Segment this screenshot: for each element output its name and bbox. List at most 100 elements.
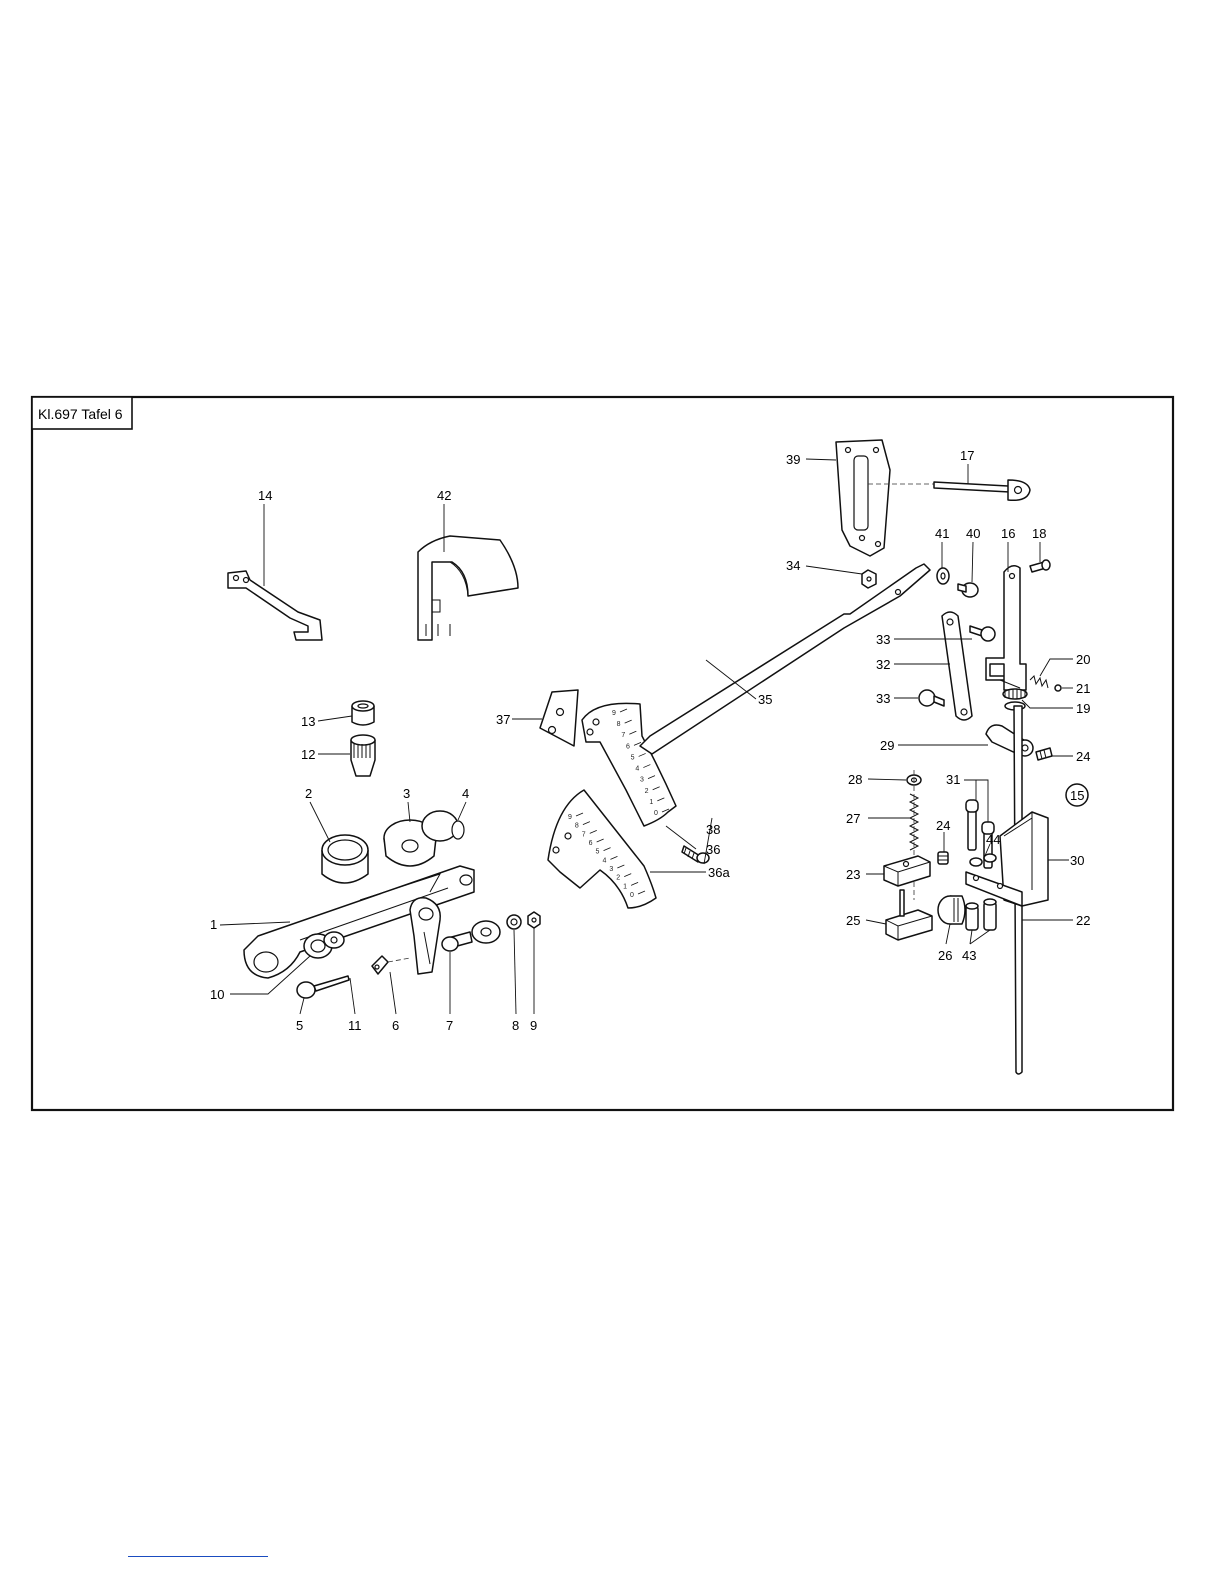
scale-numeral: 9 [612, 710, 616, 717]
callout-20: 20 [1076, 652, 1090, 667]
callout-32: 32 [876, 657, 890, 672]
callout-25: 25 [846, 913, 860, 928]
scale-numeral: 3 [609, 866, 613, 873]
part-24-setscrew [938, 852, 948, 864]
part-12-bushing [351, 735, 375, 776]
callout-24: 24 [1076, 749, 1090, 764]
part-24-setscrew [1036, 748, 1052, 760]
callout-5: 5 [296, 1018, 303, 1033]
callout-17: 17 [960, 448, 974, 463]
callout-41: 41 [935, 526, 949, 541]
part-14-bracket [228, 571, 322, 640]
part-34-nut [862, 570, 876, 588]
scale-numeral: 6 [626, 743, 630, 750]
callout-11: 11 [348, 1018, 362, 1033]
callout-24: 24 [936, 818, 950, 833]
callout-36a: 36a [708, 865, 730, 880]
part-43-sleeves [966, 899, 996, 930]
part-39-slotted-plate [836, 440, 890, 556]
scale-numeral: 4 [602, 857, 606, 864]
scale-numeral: 8 [575, 823, 579, 830]
part-7-screw [442, 932, 472, 951]
scale-numeral: 5 [596, 849, 600, 856]
callout-42: 42 [437, 488, 451, 503]
callout-44: 44 [986, 832, 1000, 847]
part-9-nut [528, 912, 540, 928]
part-31-screw-b [966, 800, 978, 850]
assembly-line [388, 958, 410, 962]
callout-13: 13 [301, 714, 315, 729]
callout-29: 29 [880, 738, 894, 753]
part-42-cover [418, 536, 518, 640]
callout-39: 39 [786, 452, 800, 467]
scale-numeral: 2 [616, 875, 620, 882]
part-1-crank [410, 898, 440, 974]
part-11-collar [324, 932, 344, 948]
callout-23: 23 [846, 867, 860, 882]
part-1-roller [472, 921, 500, 943]
callout-9: 9 [530, 1018, 537, 1033]
callout-21: 21 [1076, 681, 1090, 696]
scale-numeral: 0 [654, 810, 658, 817]
part-32-link [942, 612, 972, 720]
callout-18: 18 [1032, 526, 1046, 541]
callout-43: 43 [962, 948, 976, 963]
footer-rule [128, 1556, 268, 1557]
part-33-screw-lower [919, 690, 944, 706]
scale-numeral: 1 [623, 883, 627, 890]
part-17-rod-end [934, 480, 1030, 500]
callout-4: 4 [462, 786, 469, 801]
callout-33: 33 [876, 691, 890, 706]
part-23-block [884, 856, 930, 886]
scale-numeral: 8 [617, 721, 621, 728]
part-8-washer [507, 915, 521, 929]
callout-22: 22 [1076, 913, 1090, 928]
callout-31: 31 [946, 772, 960, 787]
callout-6: 6 [392, 1018, 399, 1033]
callout-35: 35 [758, 692, 772, 707]
part-13-cap [352, 701, 374, 725]
part-40-screw [958, 583, 978, 597]
scale-numeral: 0 [630, 892, 634, 899]
scale-numeral: 7 [621, 732, 625, 739]
scale-numeral: 7 [582, 831, 586, 838]
callout-7: 7 [446, 1018, 453, 1033]
scale-numeral: 6 [589, 840, 593, 847]
part-26-knob [938, 896, 965, 924]
part-4-roller [422, 811, 464, 841]
callout-10: 10 [210, 987, 224, 1002]
callout-28: 28 [848, 772, 862, 787]
callout-14: 14 [258, 488, 272, 503]
part-33-screw-upper [970, 626, 995, 641]
plate-tag: Kl.697 Tafel 6 [38, 406, 123, 422]
part-6-link [372, 956, 388, 974]
part-20-spring [1030, 676, 1048, 688]
callout-34: 34 [786, 558, 800, 573]
callout-26: 26 [938, 948, 952, 963]
scale-numeral: 1 [649, 799, 653, 806]
part-21-ball [1055, 685, 1061, 691]
callout-1: 1 [210, 917, 217, 932]
callout-12: 12 [301, 747, 315, 762]
part-29-clamp [986, 725, 1033, 756]
drawing-frame [32, 397, 1173, 1110]
scale-numeral: 9 [568, 814, 572, 821]
scale-numeral: 3 [640, 777, 644, 784]
part-41-washer [937, 568, 949, 584]
callout-40: 40 [966, 526, 980, 541]
part-5-pin [297, 976, 349, 998]
callout-19: 19 [1076, 701, 1090, 716]
callout-8: 8 [512, 1018, 519, 1033]
scale-numeral: 4 [635, 766, 639, 773]
scale-numeral: 5 [631, 754, 635, 761]
part-37-plate [540, 690, 578, 746]
callout-16: 16 [1001, 526, 1015, 541]
callout-37: 37 [496, 712, 510, 727]
callout-3: 3 [403, 786, 410, 801]
callout-33: 33 [876, 632, 890, 647]
callout-36: 36 [706, 842, 720, 857]
group-badge: 15 [1070, 788, 1084, 803]
callout-27: 27 [846, 811, 860, 826]
callout-30: 30 [1070, 853, 1084, 868]
